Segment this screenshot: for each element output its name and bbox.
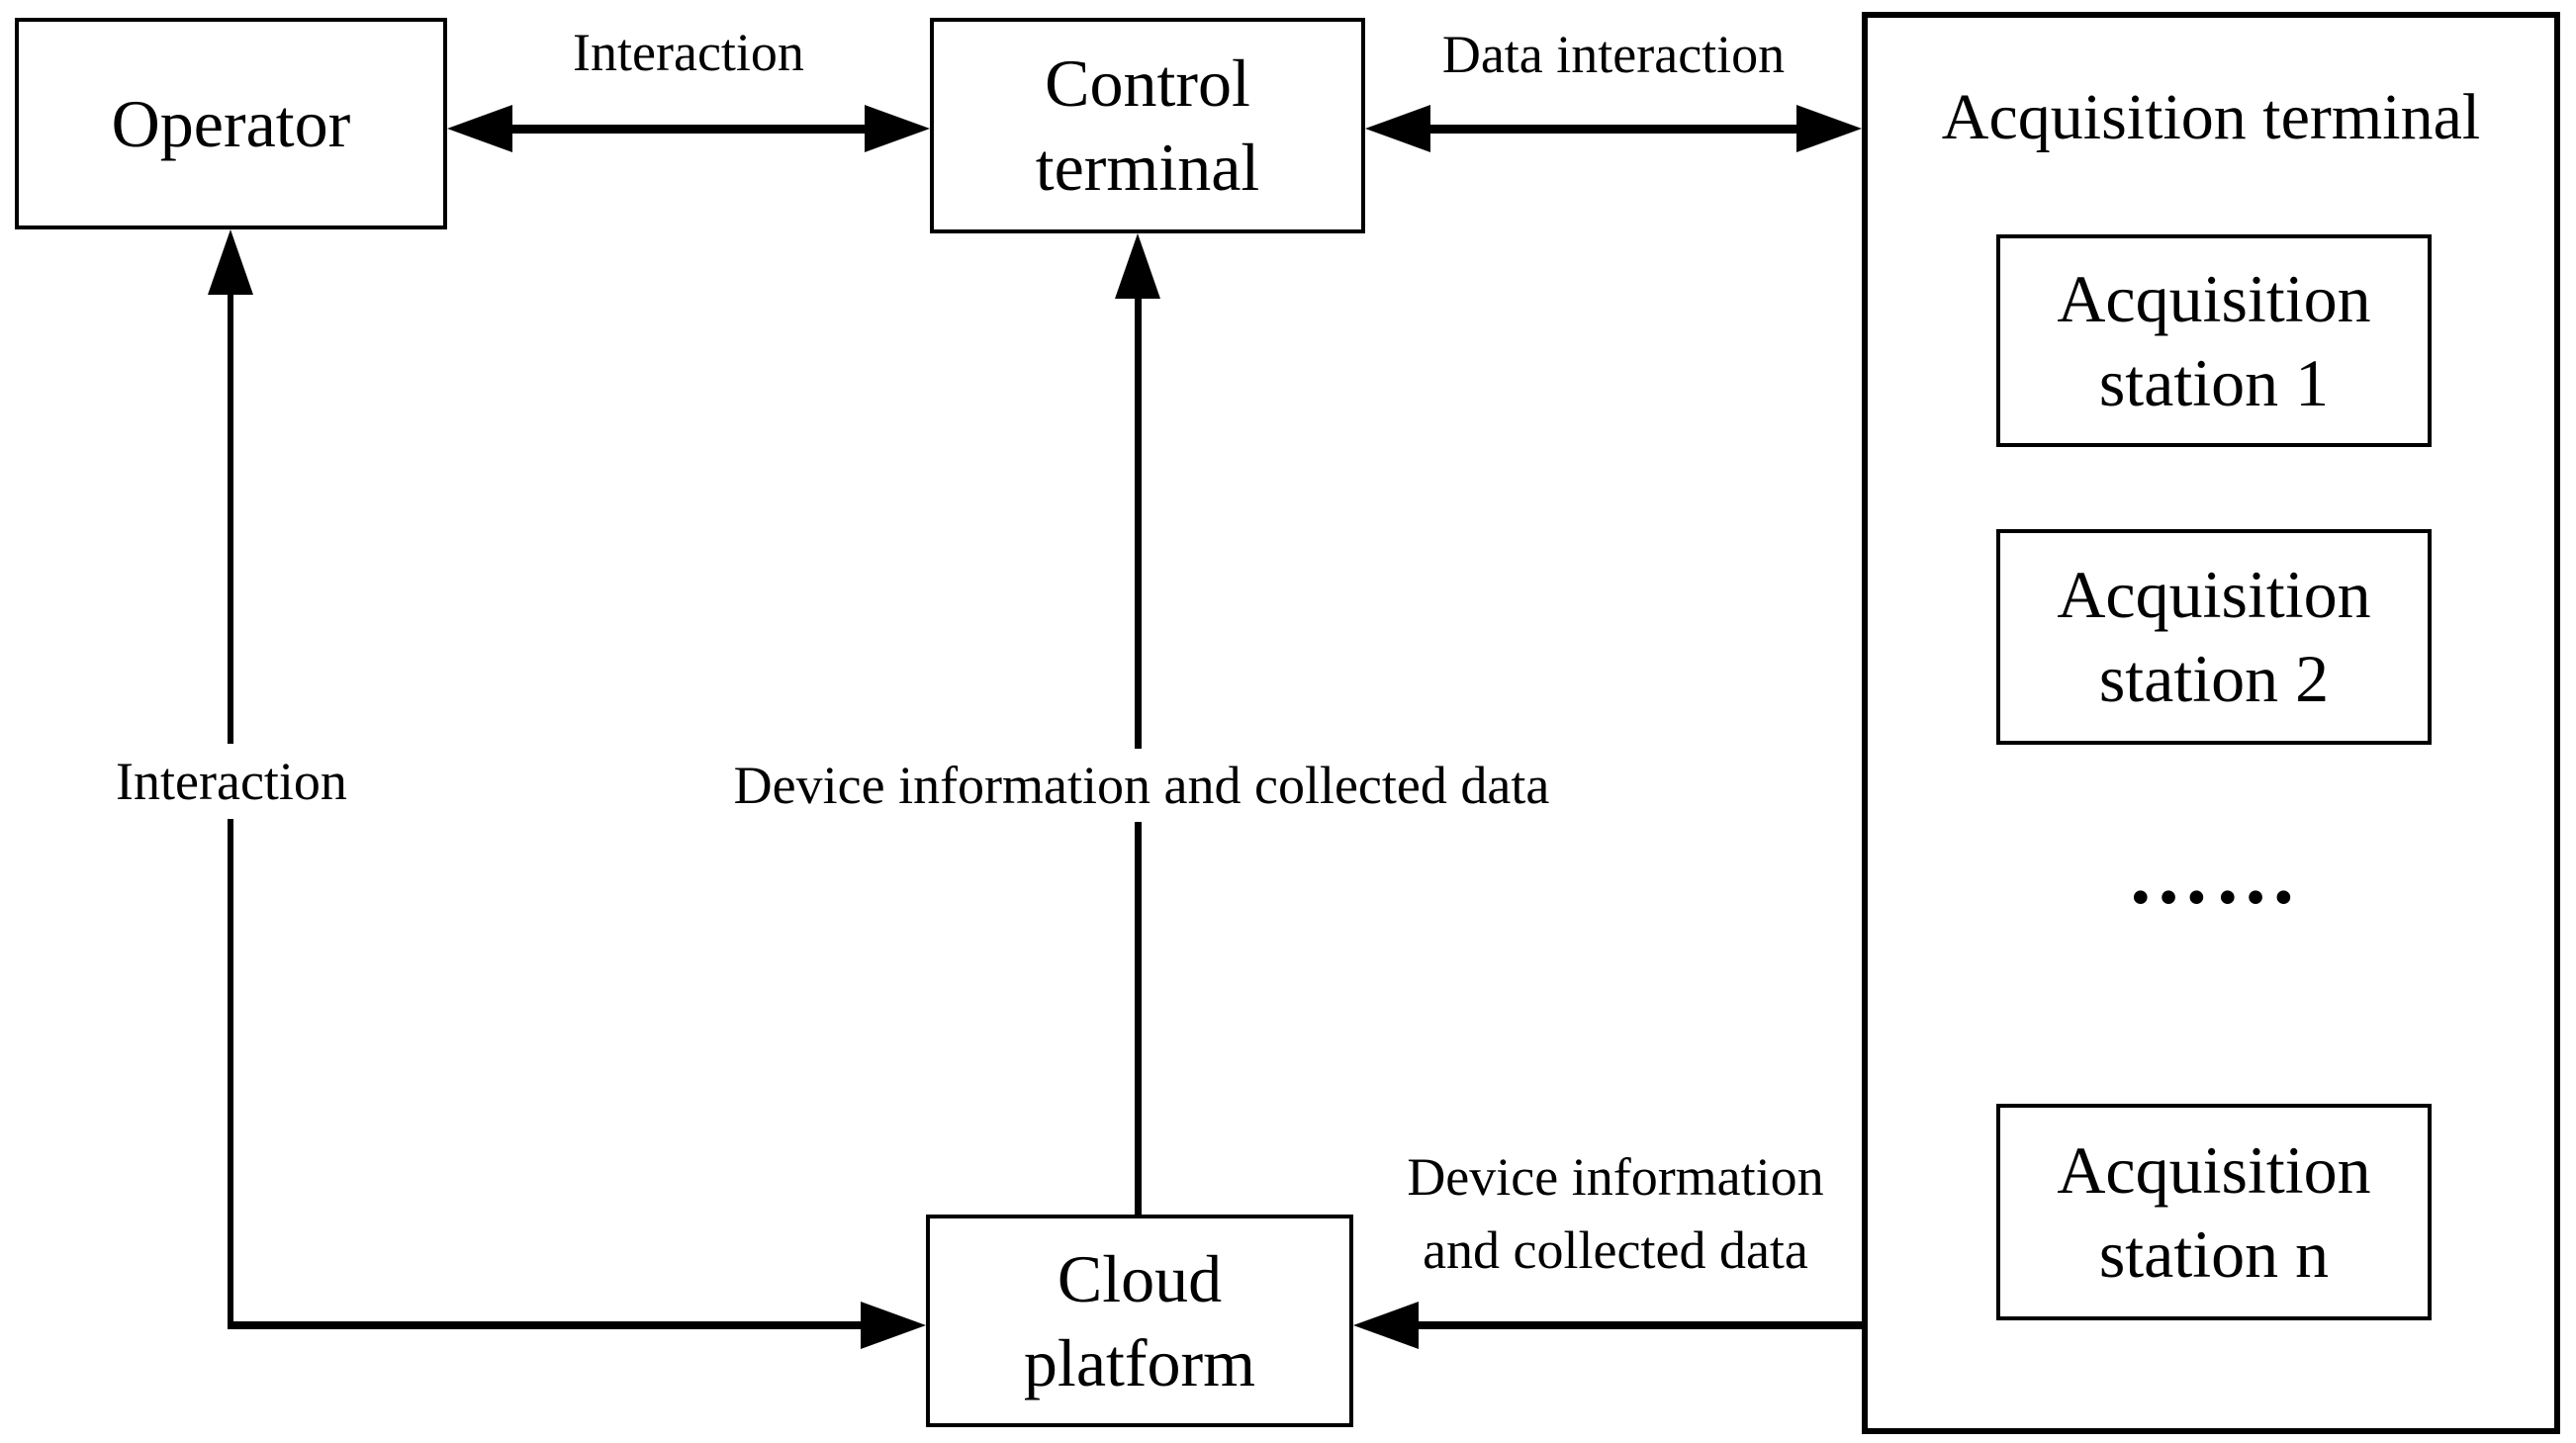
arrowhead-left-cloud [1353, 1302, 1419, 1349]
label-interaction-left: Interaction [109, 744, 354, 819]
label-device-info-bottom-line2: and collected data [1423, 1220, 1808, 1280]
cloud-platform-box: Cloud platform [926, 1215, 1353, 1427]
connector-operator-cloud-horizontal-shaft [228, 1321, 869, 1329]
control-terminal-label-line1: Control [1045, 45, 1250, 121]
arrowhead-right-control [865, 105, 930, 152]
acquisition-station-2-line2: station 2 [2098, 641, 2330, 716]
acquisition-station-2-line1: Acquisition [2057, 557, 2371, 632]
acquisition-station-n-line2: station n [2098, 1216, 2330, 1292]
cloud-platform-label-line2: platform [1023, 1324, 1256, 1400]
arrowhead-left-control [1365, 105, 1430, 152]
acquisition-station-1-box: Acquisition station 1 [1996, 234, 2432, 447]
arrow-control-acquisition-shaft [1423, 125, 1808, 134]
cloud-platform-label-line1: Cloud [1057, 1240, 1223, 1316]
label-interaction-top: Interaction [447, 18, 930, 87]
arrowhead-right-cloud [861, 1302, 926, 1349]
acquisition-stations-ellipsis: …… [2127, 829, 2301, 922]
arrowhead-left-operator [447, 105, 512, 152]
acquisition-station-n-box: Acquisition station n [1996, 1104, 2432, 1320]
arrowhead-up-operator [208, 229, 253, 295]
acquisition-station-n-line1: Acquisition [2057, 1131, 2371, 1208]
acquisition-station-1-line2: station 1 [2098, 344, 2330, 420]
label-device-info-bottom-line1: Device information [1407, 1147, 1824, 1207]
arrow-acquisition-cloud-shaft [1415, 1321, 1862, 1329]
operator-label: Operator [111, 85, 351, 161]
label-device-info-bottom: Device information and collected data [1398, 1140, 1833, 1287]
label-data-interaction: Data interaction [1365, 20, 1862, 89]
arrowhead-up-control [1115, 233, 1160, 299]
label-device-info-middle: Device information and collected data [710, 749, 1573, 822]
acquisition-station-1-line1: Acquisition [2057, 260, 2371, 336]
control-terminal-label-line2: terminal [1035, 130, 1260, 205]
control-terminal-box: Control terminal [930, 18, 1365, 233]
acquisition-station-2-box: Acquisition station 2 [1996, 529, 2432, 745]
acquisition-terminal-title: Acquisition terminal [1941, 81, 2481, 153]
arrowhead-right-acquisition [1796, 105, 1862, 152]
operator-box: Operator [15, 18, 447, 229]
arrow-operator-control-shaft [500, 125, 874, 134]
